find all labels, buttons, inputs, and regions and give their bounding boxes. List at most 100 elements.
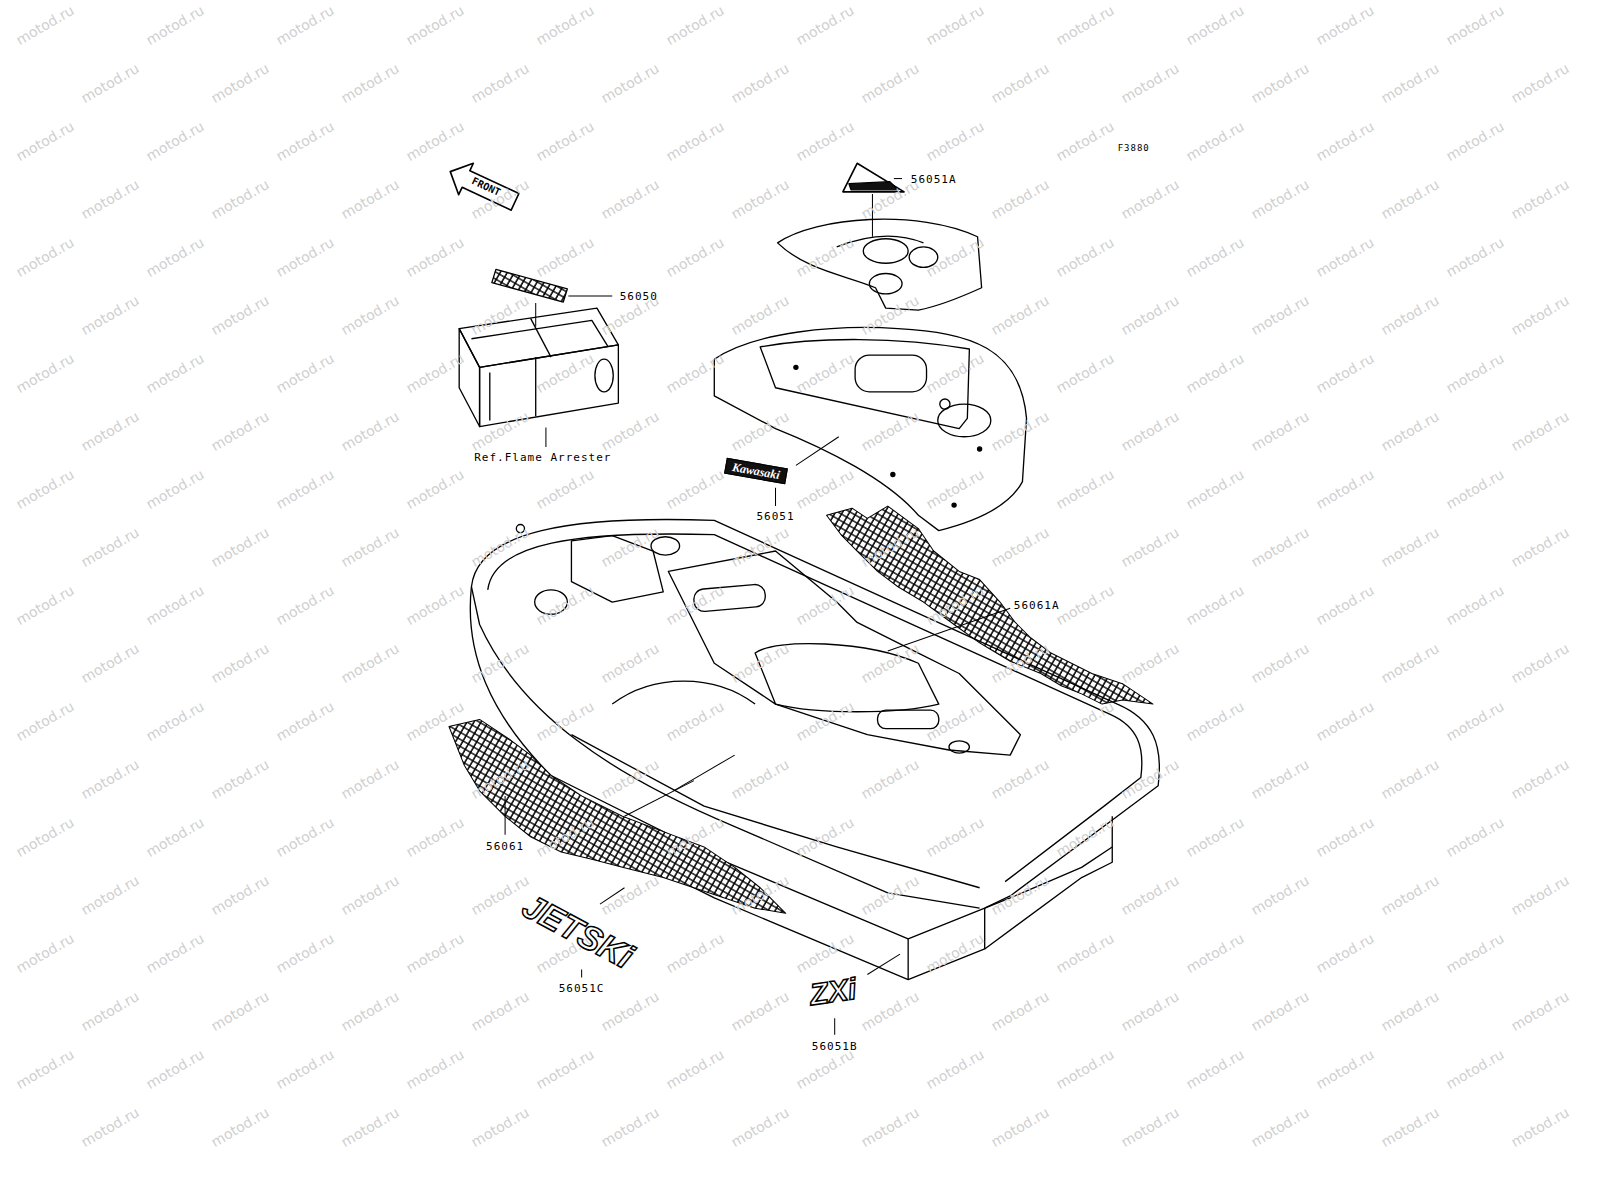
watermark: motod.ru [1509,525,1572,569]
watermark: motod.ru [1184,467,1247,511]
watermark: motod.ru [1379,293,1442,337]
watermark: motod.ru [859,409,922,453]
watermark: motod.ru [1379,1105,1442,1149]
watermark: motod.ru [469,409,532,453]
watermark: motod.ru [79,1105,142,1149]
watermark: motod.ru [989,641,1052,685]
watermark: motod.ru [729,757,792,801]
watermark: motod.ru [1119,757,1182,801]
watermark: motod.ru [209,641,272,685]
watermark: motod.ru [1444,699,1507,743]
watermark: motod.ru [1314,1047,1377,1091]
watermark: motod.ru [1379,757,1442,801]
watermark: motod.ru [924,699,987,743]
watermark: motod.ru [1249,757,1312,801]
watermark: motod.ru [1314,3,1377,47]
watermark: motod.ru [339,177,402,221]
watermark: motod.ru [404,931,467,975]
watermark: motod.ru [79,641,142,685]
watermark: motod.ru [274,351,337,395]
callout-number: 56051 [756,511,794,522]
watermark: motod.ru [14,815,77,859]
watermark: motod.ru [1379,873,1442,917]
watermark: motod.ru [729,177,792,221]
watermark: motod.ru [209,293,272,337]
engine-cover [714,328,1026,531]
watermark: motod.ru [469,525,532,569]
watermark: motod.ru [794,3,857,47]
watermark: motod.ru [14,931,77,975]
watermark: motod.ru [534,1047,597,1091]
watermark: motod.ru [404,583,467,627]
watermark: motod.ru [14,467,77,511]
watermark: motod.ru [1314,815,1377,859]
watermark: motod.ru [729,409,792,453]
watermark: motod.ru [1379,409,1442,453]
watermark: motod.ru [859,61,922,105]
watermark: motod.ru [209,989,272,1033]
hull [470,519,1159,979]
watermark: motod.ru [144,1047,207,1091]
watermark: motod.ru [1314,931,1377,975]
watermark: motod.ru [664,119,727,163]
watermark: motod.ru [1249,177,1312,221]
watermark: motod.ru [1249,989,1312,1033]
watermark: motod.ru [534,235,597,279]
watermark: motod.ru [924,931,987,975]
watermark: motod.ru [469,293,532,337]
watermark: motod.ru [729,873,792,917]
watermark: motod.ru [794,235,857,279]
watermark: motod.ru [79,525,142,569]
watermark: motod.ru [729,989,792,1033]
watermark: motod.ru [794,351,857,395]
decal-logo: ZXi [807,974,857,1010]
callout-number: 56051B [812,1040,858,1051]
watermark: motod.ru [79,409,142,453]
watermark: motod.ru [1054,351,1117,395]
watermark: motod.ru [1054,815,1117,859]
watermark: motod.ru [1184,815,1247,859]
watermark: motod.ru [79,177,142,221]
watermark: motod.ru [1379,177,1442,221]
watermark: motod.ru [1119,61,1182,105]
watermark: motod.ru [339,989,402,1033]
watermark: motod.ru [144,3,207,47]
watermark: motod.ru [274,235,337,279]
watermark: motod.ru [1509,177,1572,221]
watermark: motod.ru [534,699,597,743]
watermark: motod.ru [469,61,532,105]
watermark: motod.ru [14,351,77,395]
watermark: motod.ru [1509,409,1572,453]
watermark: motod.ru [209,61,272,105]
watermark: motod.ru [989,757,1052,801]
watermark: motod.ru [729,61,792,105]
watermark: motod.ru [144,583,207,627]
callout-number: 56061 [486,840,524,851]
watermark: motod.ru [664,3,727,47]
watermark: motod.ru [989,293,1052,337]
watermark: motod.ru [274,1047,337,1091]
watermark: motod.ru [14,119,77,163]
watermark: motod.ru [404,351,467,395]
watermark: motod.ru [1184,583,1247,627]
watermark: motod.ru [1379,641,1442,685]
watermark: motod.ru [859,525,922,569]
watermark: motod.ru [1444,3,1507,47]
watermark: motod.ru [404,467,467,511]
watermark: motod.ru [339,409,402,453]
watermark: motod.ru [1249,873,1312,917]
watermark: motod.ru [1444,815,1507,859]
watermark: motod.ru [1054,583,1117,627]
watermark: motod.ru [599,525,662,569]
watermark: motod.ru [1184,1047,1247,1091]
watermark: motod.ru [144,931,207,975]
callout-number: 56051A [911,173,957,184]
watermark: motod.ru [599,757,662,801]
watermark: motod.ru [729,1105,792,1149]
watermark: motod.ru [794,467,857,511]
callout-number: 56051C [559,982,605,993]
reference-note: Ref.Flame Arrester [474,452,611,463]
watermark: motod.ru [339,293,402,337]
watermark: motod.ru [1054,931,1117,975]
